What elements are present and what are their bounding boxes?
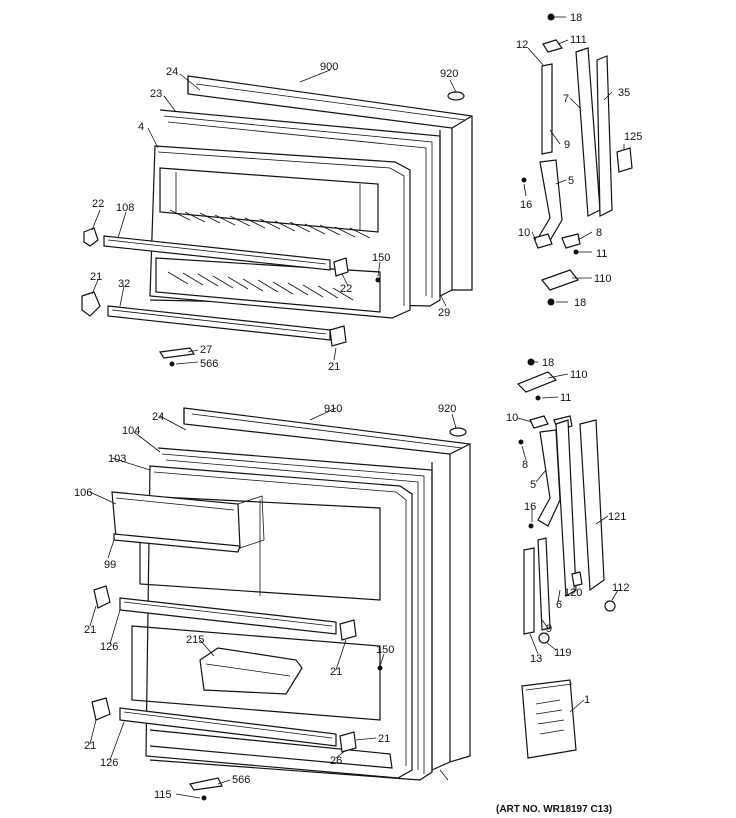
label-10: 10 — [518, 227, 530, 239]
label-125: 125 — [624, 131, 642, 143]
label-126: 126 — [100, 641, 118, 653]
label-920: 920 — [440, 68, 458, 80]
bracket-21-upper-right — [339, 619, 357, 641]
label-150: 150 — [372, 252, 390, 264]
top-part-labels: 18 111 12 7 35 900 24 920 23 4 125 9 5 1… — [90, 12, 642, 373]
hinge-26 — [189, 777, 223, 791]
label-566: 566 — [200, 358, 218, 370]
label-21g: 26 — [330, 755, 342, 767]
bracket-22-left — [83, 227, 99, 247]
label-104: 104 — [122, 425, 140, 437]
bracket-22-right — [333, 257, 349, 277]
label-7: 7 — [563, 93, 569, 105]
label-215: 215 — [186, 634, 204, 646]
bottom-part-labels: 18 110 11 910 24 920 10 104 8 103 5 106 … — [74, 357, 630, 801]
label-566b: 115 — [154, 789, 172, 801]
label-4: 4 — [138, 121, 144, 133]
label-103: 103 — [108, 453, 126, 465]
bracket-21-upper-left — [93, 585, 111, 609]
label-126b: 126 — [100, 757, 118, 769]
label-16b: 16 — [524, 501, 536, 513]
freezer-door-assembly — [81, 75, 473, 367]
label-22: 22 — [92, 198, 104, 210]
bottom-hinge-hardware — [516, 358, 616, 759]
label-16: 16 — [520, 199, 532, 211]
bracket-21-left — [81, 291, 101, 317]
plug-920 — [447, 91, 465, 101]
label-12: 12 — [516, 39, 528, 51]
label-21d: 21 — [330, 666, 342, 678]
hinge-27 — [158, 347, 196, 359]
label-10b: 10 — [506, 412, 518, 424]
label-110b: 110 — [570, 369, 588, 381]
label-99: 99 — [104, 559, 116, 571]
label-29: 29 — [438, 307, 450, 319]
label-18c: 18 — [542, 357, 554, 369]
label-21f: 21 — [84, 740, 96, 752]
plug-920-lower — [449, 427, 467, 437]
label-11b: 11 — [560, 392, 571, 404]
fresh-food-door-assembly — [91, 407, 471, 801]
label-1: 1 — [584, 694, 590, 706]
label-11: 11 — [596, 248, 607, 260]
label-119: 119 — [554, 647, 572, 659]
label-920b: 920 — [438, 403, 456, 415]
label-5: 5 — [568, 175, 574, 187]
label-8: 8 — [596, 227, 602, 239]
label-23: 23 — [150, 88, 162, 100]
label-120: 120 — [564, 587, 582, 599]
label-5b: 5 — [530, 479, 536, 491]
label-22b: 22 — [340, 283, 352, 295]
label-21c: 21 — [84, 624, 96, 636]
bracket-21-lower-right — [339, 731, 357, 753]
label-112: 112 — [612, 582, 630, 594]
label-111: 111 — [570, 34, 587, 46]
label-18: 18 — [570, 12, 582, 24]
top-hinge-hardware — [521, 13, 633, 306]
label-106: 106 — [74, 487, 92, 499]
label-18b: 18 — [574, 297, 586, 309]
label-21b: 21 — [328, 361, 340, 373]
label-13: 13 — [530, 653, 542, 665]
leader-lines — [89, 16, 625, 799]
label-900: 900 — [320, 61, 338, 73]
bracket-21-lower-left — [91, 697, 111, 721]
label-24: 24 — [166, 66, 178, 78]
label-6: 6 — [556, 599, 562, 611]
art-number: (ART NO. WR18197 C13) — [496, 804, 612, 815]
label-108: 108 — [116, 202, 134, 214]
label-32: 32 — [118, 278, 130, 290]
label-21e: 21 — [378, 733, 390, 745]
label-27: 27 — [200, 344, 212, 356]
label-9: 9 — [564, 139, 570, 151]
label-150b: 150 — [376, 644, 394, 656]
label-121: 121 — [608, 511, 626, 523]
label-21: 21 — [90, 271, 102, 283]
label-9b: 9 — [546, 623, 552, 635]
label-35: 35 — [618, 87, 630, 99]
bracket-21-right — [329, 325, 347, 347]
label-8b: 8 — [522, 459, 528, 471]
label-110: 110 — [594, 273, 612, 285]
manual-1 — [521, 679, 577, 759]
label-910: 910 — [324, 403, 342, 415]
label-24b: 24 — [152, 411, 164, 423]
label-26: 566 — [232, 774, 250, 786]
